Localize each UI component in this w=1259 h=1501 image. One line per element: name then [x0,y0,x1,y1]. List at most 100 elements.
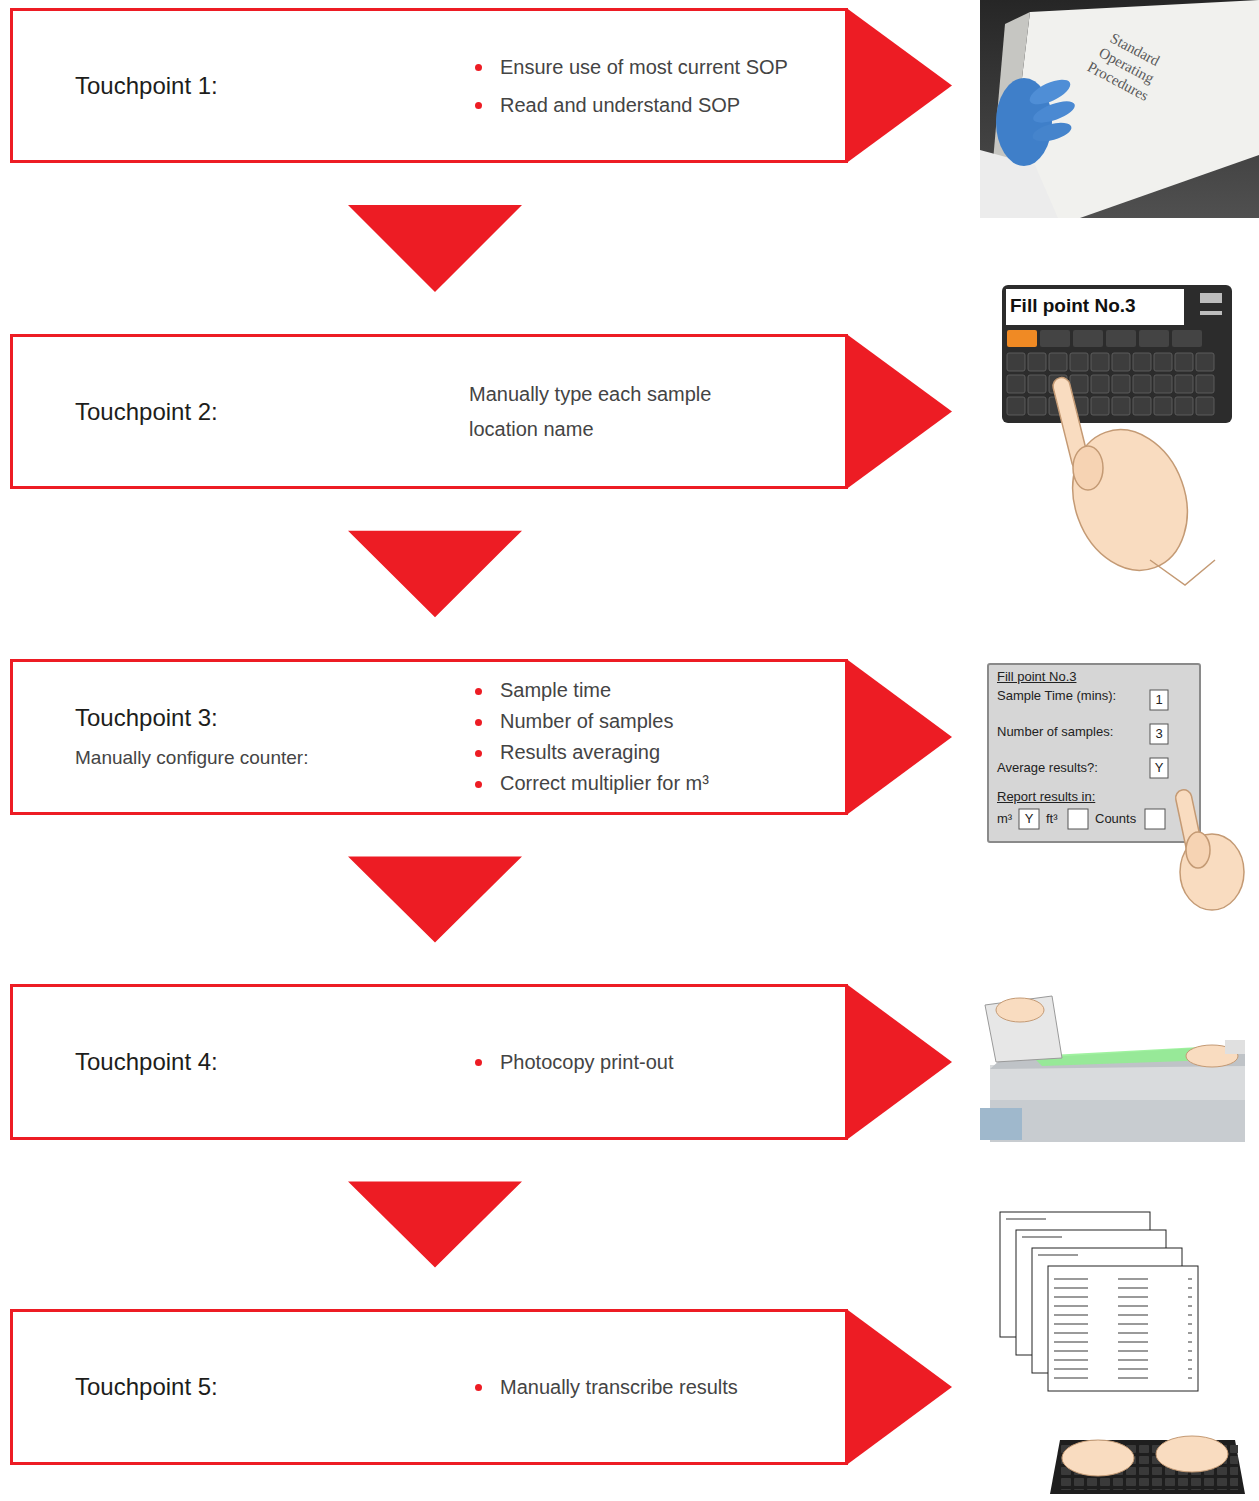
flow-arrow [348,815,522,984]
detail-column: Manually type each sample location name [459,377,839,447]
arrow-tab [847,659,953,815]
printout-stack [1000,1212,1198,1391]
cover-title: Standard Operating Procedures [1070,18,1184,113]
step-heading: Touchpoint 3: [75,703,435,733]
bullet-item: Read and understand SOP [459,86,839,124]
touch-keyboard [1106,330,1136,347]
arrow-tab [847,1309,953,1465]
bullet-dot [475,750,482,757]
computer-keyboard [1062,1440,1134,1476]
bullet-dot [475,1059,482,1066]
sop-photo [1031,119,1074,145]
touch-keyboard [1172,330,1202,347]
bullet-dot [475,719,482,726]
photocopier [990,1065,1245,1142]
bullet-item: Correct multiplier for m³ [459,768,839,799]
printout-stack [1054,1275,1192,1383]
step-heading: Touchpoint 2: [75,397,435,427]
touch-keyboard [1139,330,1169,347]
pointing-hand [1073,446,1103,490]
settings-form [988,664,1200,842]
form-label: Average results?: [997,760,1098,776]
bullet-item: Ensure use of most current SOP [459,48,839,86]
flow-arrow [348,1140,522,1309]
touch-keyboard [1040,330,1070,347]
detail-column: Ensure use of most current SOP Read and u… [459,48,839,124]
touch-keyboard [1200,311,1222,315]
sop-photo [980,0,1259,218]
settings-form [1068,809,1088,829]
sop-photo [1031,97,1078,127]
bullet-dot [475,102,482,109]
touch-keyboard [1200,293,1222,303]
touch-keyboard [1007,330,1037,347]
sop-photo [980,0,1259,218]
process-box: Touchpoint 1: Ensure use of most current … [10,8,848,163]
unit-label: ft³ [1046,811,1058,827]
unit-label: Counts [1095,811,1136,827]
bullet-text: Number of samples [500,710,673,732]
bullet-item: Results averaging [459,737,839,768]
settings-form [1150,724,1168,744]
step-heading: Touchpoint 5: [75,1372,435,1402]
field-text: Fill point No.3 [1010,294,1136,317]
process-box: Touchpoint 3:Manually configure counter:… [10,659,848,815]
settings-form [988,664,1200,842]
photocopier [990,1100,1245,1142]
detail-column: Sample timeNumber of samplesResults aver… [459,675,839,799]
bullet-text: Sample time [500,679,611,701]
form-value: 3 [1150,726,1168,742]
form-value: 1 [1150,692,1168,708]
bullet-dot [475,781,482,788]
heading-column: Touchpoint 3:Manually configure counter: [75,703,435,771]
bullet-text: Results averaging [500,741,660,763]
form-title: Fill point No.3 [997,669,1076,685]
flow-arrow [348,163,522,334]
photocopier [996,998,1044,1022]
form-label: Report results in: [997,789,1095,805]
form-value: Y [1020,811,1038,827]
pointing-hand [1150,560,1215,585]
detail-column: Manually transcribe results [459,1368,839,1406]
touch-keyboard [1002,285,1232,423]
bullet-dot [475,1384,482,1391]
bullet-text: Ensure use of most current SOP [500,56,788,78]
computer-keyboard [1050,1436,1245,1494]
arrow-tab [847,984,953,1140]
arrow-tab [847,334,953,489]
flow-arrow [348,489,522,659]
bullet-item: Number of samples [459,706,839,737]
unit-label: m³ [997,811,1012,827]
bullet-item: Manually transcribe results [459,1368,839,1406]
heading-column: Touchpoint 5: [75,1372,435,1402]
settings-form [1150,690,1168,710]
step-heading: Touchpoint 4: [75,1047,435,1077]
bullet-text: Correct multiplier for m³ [500,772,709,794]
detail-column: Photocopy print-out [459,1043,839,1081]
computer-keyboard [1156,1436,1228,1472]
printout-stack [1022,1236,1062,1238]
heading-column: Touchpoint 2: [75,397,435,427]
printout-stack [1038,1254,1078,1256]
bullet-text: Photocopy print-out [500,1051,673,1073]
step-text: Manually type each sample location name [459,377,769,447]
settings-form [1145,809,1165,829]
arrow-tab [847,8,953,163]
process-box: Touchpoint 5: Manually transcribe results [10,1309,848,1465]
settings-form [1150,758,1168,778]
touch-keyboard [1006,289,1184,325]
step-heading: Touchpoint 1: [75,71,435,101]
bullet-item: Photocopy print-out [459,1043,839,1081]
bullet-dot [475,64,482,71]
bullet-item: Sample time [459,675,839,706]
printout-stack [1006,1218,1046,1220]
process-box: Touchpoint 4: Photocopy print-out [10,984,848,1140]
heading-column: Touchpoint 1: [75,71,435,101]
photocopier [1225,1040,1245,1054]
form-label: Number of samples: [997,724,1113,740]
touch-keyboard [1073,330,1103,347]
bullet-text: Read and understand SOP [500,94,740,116]
printout-stack [1048,1266,1198,1391]
pointing-hand [1186,832,1210,868]
process-box: Touchpoint 2: Manually type each sample l… [10,334,848,489]
